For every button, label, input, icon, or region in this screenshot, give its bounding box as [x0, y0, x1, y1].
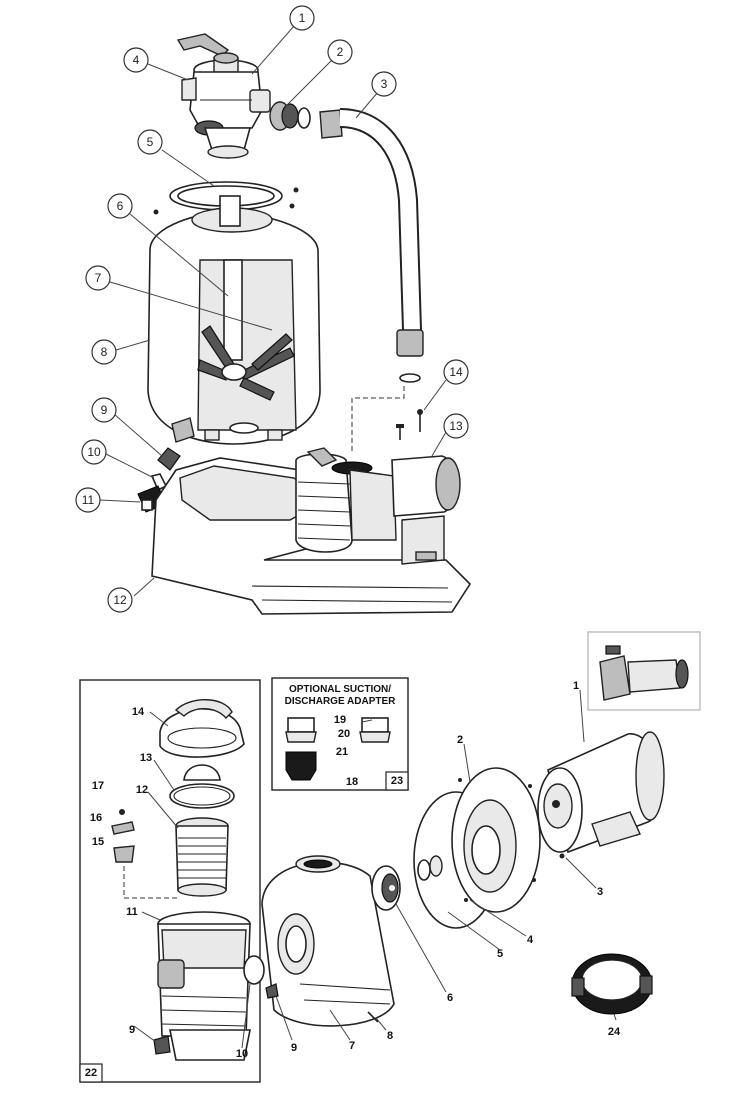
svg-text:13: 13	[449, 419, 463, 433]
filter-callouts: 1 2 3 4 5 6 7 8 9 10 11 12 13 14	[75, 5, 469, 613]
lid-o-ring	[169, 783, 235, 809]
pump-label-17: 17	[92, 780, 104, 792]
callout-2: 2	[327, 39, 353, 65]
screw-8	[367, 1011, 379, 1023]
callout-6: 6	[107, 193, 133, 219]
pump-label-24: 24	[608, 1026, 621, 1038]
callout-14: 14	[443, 359, 469, 385]
svg-text:5: 5	[147, 135, 154, 149]
clip-16	[111, 821, 135, 835]
pump-label-3: 3	[597, 886, 603, 898]
pump-label-7: 7	[349, 1040, 355, 1052]
pump-label-13: 13	[140, 752, 152, 764]
pump-label-11: 11	[126, 906, 138, 918]
pump-label-10: 10	[236, 1048, 248, 1060]
box-22-label: 22	[85, 1067, 97, 1079]
callout-13: 13	[443, 413, 469, 439]
pump-label-5: 5	[497, 948, 503, 960]
svg-text:8: 8	[101, 345, 108, 359]
callout-8: 8	[91, 339, 117, 365]
screw-17	[119, 809, 125, 815]
svg-text:14: 14	[449, 365, 463, 379]
pump-labels: 1 2 3 4 5 6 7 8 9 10 9 11 12 13 14 15 16…	[90, 680, 621, 1060]
screw-3	[559, 853, 565, 859]
box-23-label: 23	[391, 775, 403, 787]
sand-filter-assembly: 1 2 3 4 5 6 7 8 9 10 11 12 13 14	[75, 5, 472, 615]
callout-3: 3	[371, 71, 397, 97]
callout-10: 10	[81, 439, 107, 465]
pump-label-14: 14	[132, 706, 145, 718]
adapter-label-19: 19	[334, 714, 346, 726]
pump-label-8: 8	[387, 1030, 393, 1042]
pump-volute	[261, 855, 395, 1027]
clip-15	[113, 845, 135, 863]
adapter-title-2: DISCHARGE ADAPTER	[285, 696, 397, 707]
svg-text:3: 3	[381, 77, 388, 91]
impeller	[371, 865, 401, 911]
strainer-group-box	[79, 679, 261, 1083]
svg-text:7: 7	[95, 271, 102, 285]
adapter-title-1: OPTIONAL SUCTION/	[289, 684, 391, 695]
multiport-valve	[176, 33, 271, 159]
union-connector	[269, 101, 311, 131]
pump-label-12: 12	[136, 784, 148, 796]
pump-inset-thumbnail	[587, 631, 701, 711]
svg-text:1: 1	[299, 11, 306, 25]
strainer-housing	[153, 911, 265, 1061]
drain-plug-9	[265, 983, 279, 999]
pump	[295, 447, 461, 565]
hose	[319, 108, 424, 383]
callout-1: 1	[289, 5, 315, 31]
svg-text:6: 6	[117, 199, 124, 213]
pump-label-9b: 9	[129, 1024, 135, 1036]
svg-text:2: 2	[337, 45, 344, 59]
svg-text:10: 10	[87, 445, 101, 459]
adapter-label-21: 21	[336, 746, 348, 758]
strainer-basket	[175, 764, 229, 897]
pump-label-15: 15	[92, 836, 104, 848]
clamp-ring-24	[571, 953, 653, 1015]
svg-text:9: 9	[101, 403, 108, 417]
adapter-label-18: 18	[346, 776, 358, 788]
filter-tank	[147, 195, 321, 445]
pump-exploded-assembly: 22	[79, 631, 701, 1083]
pump-label-4: 4	[527, 934, 534, 946]
adapter-label-20: 20	[338, 728, 350, 740]
callout-11: 11	[75, 487, 101, 513]
pump-label-16: 16	[90, 812, 102, 824]
callout-4: 4	[123, 47, 149, 73]
hardware-screws	[351, 386, 423, 452]
seal-plate	[451, 767, 541, 913]
strainer-lid	[159, 699, 245, 758]
pump-label-9: 9	[291, 1042, 297, 1054]
pump-label-2: 2	[457, 734, 463, 746]
callout-5: 5	[137, 129, 163, 155]
callout-7: 7	[85, 265, 111, 291]
callout-9: 9	[91, 397, 117, 423]
optional-adapter-box: OPTIONAL SUCTION/ DISCHARGE ADAPTER 19 2…	[271, 677, 409, 791]
pump-label-1: 1	[573, 680, 579, 692]
motor	[537, 731, 665, 854]
callout-12: 12	[107, 587, 133, 613]
svg-text:12: 12	[113, 593, 127, 607]
svg-text:11: 11	[82, 493, 95, 507]
svg-text:4: 4	[133, 53, 140, 67]
pump-label-6: 6	[447, 992, 453, 1004]
